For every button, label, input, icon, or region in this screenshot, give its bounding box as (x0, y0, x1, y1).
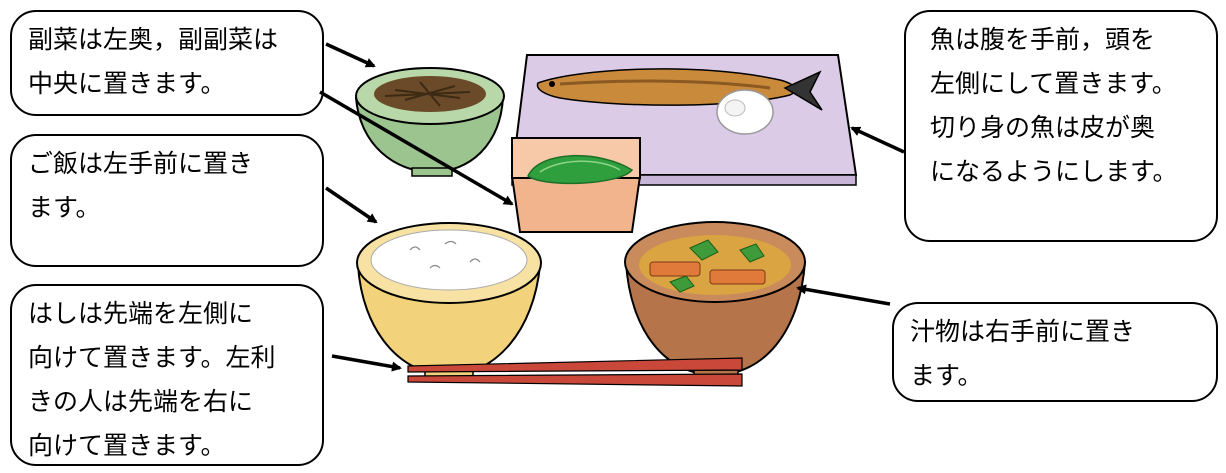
arrow-to-side-dish (326, 44, 374, 66)
small-side-dish (512, 138, 640, 232)
arrow-to-chopsticks (332, 356, 400, 368)
side-dish-bowl (356, 68, 504, 176)
arrow-to-soup-bowl (798, 288, 890, 304)
rice-bowl (357, 223, 541, 380)
arrow-to-rice-bowl (326, 188, 376, 222)
arrow-to-fish (852, 128, 904, 152)
soup-bowl (625, 222, 805, 380)
